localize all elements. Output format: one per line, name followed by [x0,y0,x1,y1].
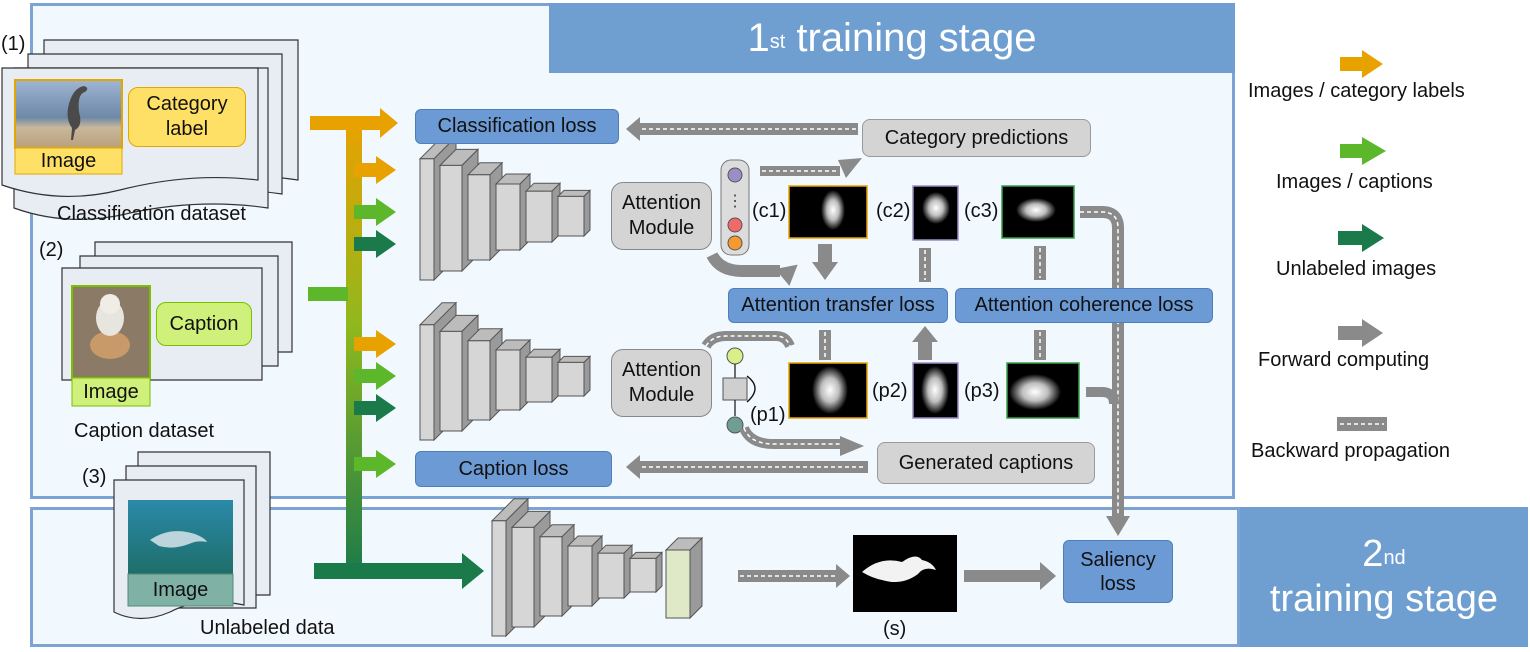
legend-label-captions: Images / captions [1276,171,1433,193]
dataset-marker-2: (2) [39,239,64,261]
dolphin-photo [127,500,234,607]
second-stage-title: 2nd training stage [1240,507,1528,647]
forward-arrows [706,244,1056,590]
cnn-top-layer-1-front [439,164,463,272]
orange-arrow-icon [1340,50,1383,78]
cnn-backbone-caption [418,301,592,442]
svg-text:⋮: ⋮ [727,193,743,210]
legend-label-unlabeled: Unlabeled images [1276,258,1437,280]
cnn-bot-layer-2-front [539,536,563,617]
cnn-bot-layer-0-front [491,520,507,637]
cnn-bot-layer-4-front [597,552,625,599]
cnn-top-layer-5-front [557,195,585,237]
generated-captions-box: Generated captions [877,442,1095,484]
branch-arrow-head-5 [376,394,396,422]
cnn-top-layer-2-front [467,174,491,261]
saliency-loss-box: Saliency loss [1063,540,1173,603]
label-c3: (c3) [964,200,999,222]
attention-map-c2 [912,185,959,241]
branch-arrow-shaft-1 [354,205,378,219]
classification-image-label: Image [40,149,97,172]
cnn-top-layer-4-front [525,190,553,243]
branch-arrow-head-0 [376,156,396,184]
classification-loss-box: Classification loss [415,109,619,144]
cnn-top-layer-3-front [495,183,521,251]
attention-transfer-loss-box: Attention transfer loss [728,288,948,323]
branch-arrow-shaft-3 [354,337,378,351]
cnn-mid-layer-3-front [495,349,521,411]
branch-arrow-shaft-4 [354,369,378,383]
cnn-bot-layer-5-front [629,557,657,593]
branch-arrow-head-3 [376,330,396,358]
grey-arrow-icon [1338,319,1383,347]
cnn-top-layer-0-front [419,158,435,281]
attention-map-p2 [912,362,959,419]
light-green-arrow-icon [1340,137,1386,165]
unlabeled-data-title: Unlabeled data [200,617,335,639]
cnn-mid-layer-2-front [467,340,491,421]
caption-dataset-title: Caption dataset [74,420,215,442]
cat-photo [71,285,151,407]
cnn-bot-output-layer-side [689,536,703,620]
branch-arrows [354,156,396,478]
category-label-box: Category label [128,87,246,147]
legend-label-category: Images / category labels [1248,80,1465,102]
branch-arrow-head-6 [376,450,396,478]
attention-module-top: Attention Module [611,182,712,250]
branch-arrow-head-1 [376,198,396,226]
attention-module-bottom: Attention Module [611,349,712,417]
saliency-map-s [853,535,957,612]
attention-map-p1 [788,362,868,419]
dataset-marker-1: (1) [1,33,26,55]
label-p1: (p1) [750,404,786,426]
cnn-bot-layer-3-front [567,545,593,607]
dashed-grey-arrow-icon [1337,417,1387,431]
cnn-backbone-classification [418,135,592,282]
cnn-mid-layer-0-front [419,324,435,441]
cnn-backbone-saliency [490,497,704,638]
caption-lstm-unit [722,347,756,434]
classifier-output-units: ⋮ [720,159,750,256]
cnn-mid-layer-1-front [439,330,463,432]
legend-label-backward: Backward propagation [1251,440,1451,462]
attention-coherence-loss-box: Attention coherence loss [955,288,1213,323]
label-s: (s) [883,618,907,640]
legend-label-forward: Forward computing [1258,349,1430,371]
dark-green-arrow-icon [1338,224,1384,252]
caption-label-box: Caption [156,302,252,346]
branch-arrow-shaft-2 [354,237,378,251]
branch-arrow-shaft-0 [354,163,378,177]
attention-map-c3 [1001,185,1075,239]
cnn-bot-output-layer-front [665,549,691,619]
cnn-mid-layer-4-front [525,356,553,403]
label-c1: (c1) [752,200,787,222]
label-c2: (c2) [876,200,911,222]
unlabeled-image-label: Image [152,578,209,601]
branch-arrow-head-4 [376,362,396,390]
label-p3: (p3) [964,380,1000,402]
caption-image-label: Image [83,380,139,403]
attention-map-p3 [1006,362,1080,419]
cnn-bot-layer-5-side [655,551,663,594]
classification-dataset-title: Classification dataset [57,203,246,225]
cnn-top-layer-5-side [583,189,591,238]
attention-map-c1 [788,185,868,239]
backward-arrows [626,117,1130,588]
cnn-bot-layer-1-front [511,526,535,628]
cnn-mid-layer-5-side [583,355,591,398]
category-predictions-box: Category predictions [862,119,1091,157]
cnn-mid-layer-5-front [557,361,585,397]
label-p2: (p2) [872,380,908,402]
caption-loss-box: Caption loss [415,451,612,487]
branch-arrow-shaft-5 [354,401,378,415]
branch-arrow-shaft-6 [354,457,378,471]
dataset-marker-3: (3) [82,466,107,488]
branch-arrow-head-2 [376,230,396,258]
bird-photo [14,79,123,175]
